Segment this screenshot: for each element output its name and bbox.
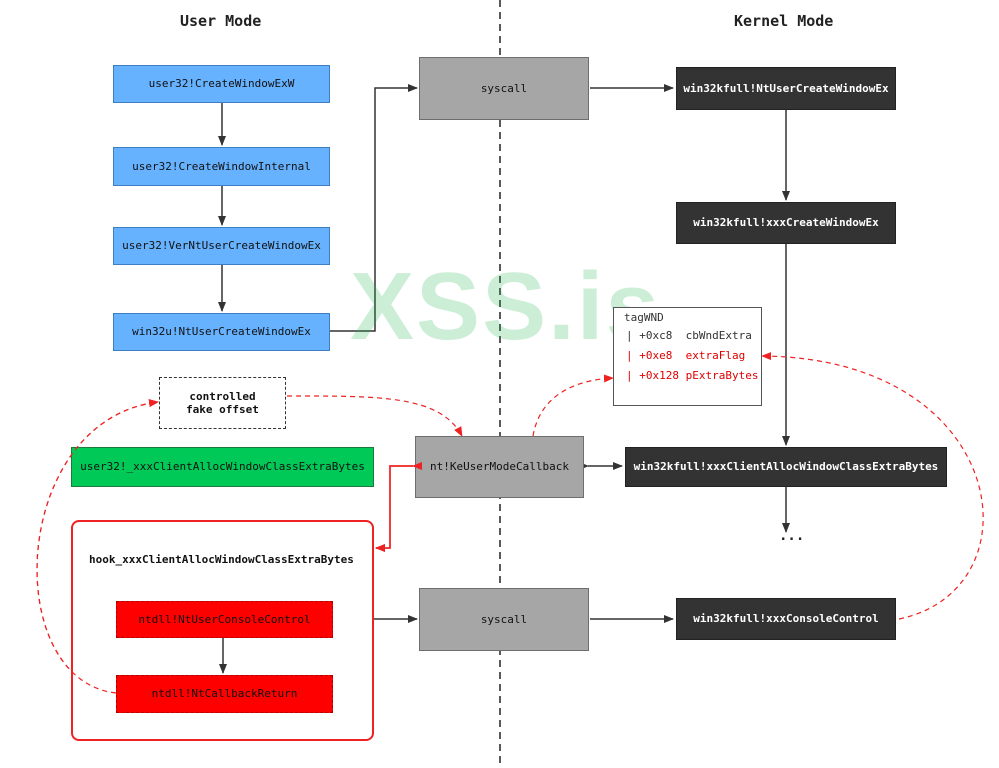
node-ntdll-ntuserconsolecontrol: ntdll!NtUserConsoleControl	[116, 601, 333, 638]
kernel-mode-heading: Kernel Mode	[734, 12, 834, 30]
node-win32kfull-xxxclientalloc: win32kfull!xxxClientAllocWindowClassExtr…	[625, 447, 947, 487]
tagwnd-field: | +0xe8 extraFlag	[626, 349, 746, 362]
node-controlled-fake-offset: controlled fake offset	[159, 377, 286, 429]
tagwnd-struct: tagWND | +0xc8 cbWndExtra | +0xe8 extraFl…	[613, 307, 762, 406]
node-win32kfull-ntusercreatewindowex: win32kfull!NtUserCreateWindowEx	[676, 67, 896, 110]
controlled-line-2: fake offset	[186, 403, 259, 416]
watermark-text: XSS.is	[350, 253, 661, 360]
tagwnd-fields: | +0xc8 cbWndExtra | +0xe8 extraFlag | +0x…	[624, 326, 761, 386]
curve-callback-tagwnd	[532, 374, 614, 437]
node-user32-createwindowinternal: user32!CreateWindowInternal	[113, 147, 330, 186]
node-win32u-ntusercreatewindowex: win32u!NtUserCreateWindowEx	[113, 313, 330, 351]
node-syscall-console: syscall	[419, 588, 589, 651]
node-user32-xxxclientalloc: user32!_xxxClientAllocWindowClassExtraBy…	[71, 447, 374, 487]
ellipsis-text: ...	[779, 528, 805, 544]
user-mode-heading: User Mode	[180, 12, 262, 30]
controlled-line-1: controlled	[189, 389, 256, 403]
curve-controlled-callback	[286, 395, 463, 437]
node-win32kfull-xxxconsolecontrol: win32kfull!xxxConsoleControl	[676, 598, 896, 640]
arrow-win32u-syscall	[330, 84, 418, 332]
node-ke-user-mode-callback: nt!KeUserModeCallback	[415, 436, 584, 498]
hook-title: hook_xxxClientAllocWindowClassExtraBytes	[89, 553, 354, 566]
node-user32-verntusercreatewindowex: user32!VerNtUserCreateWindowEx	[113, 227, 330, 265]
node-user32-createwindowexw: user32!CreateWindowExW	[113, 65, 330, 103]
arrow-callback-hook	[375, 462, 422, 552]
curve-console-extraflag	[761, 352, 984, 620]
tagwnd-title: tagWND	[624, 311, 664, 324]
node-ntdll-ntcallbackreturn: ntdll!NtCallbackReturn	[116, 675, 333, 713]
node-win32kfull-xxxcreatewindowex: win32kfull!xxxCreateWindowEx	[676, 202, 896, 244]
tagwnd-field: | +0xc8 cbWndExtra	[626, 329, 752, 342]
node-syscall-create: syscall	[419, 57, 589, 120]
tagwnd-field: | +0x128 pExtraBytes	[626, 369, 759, 382]
